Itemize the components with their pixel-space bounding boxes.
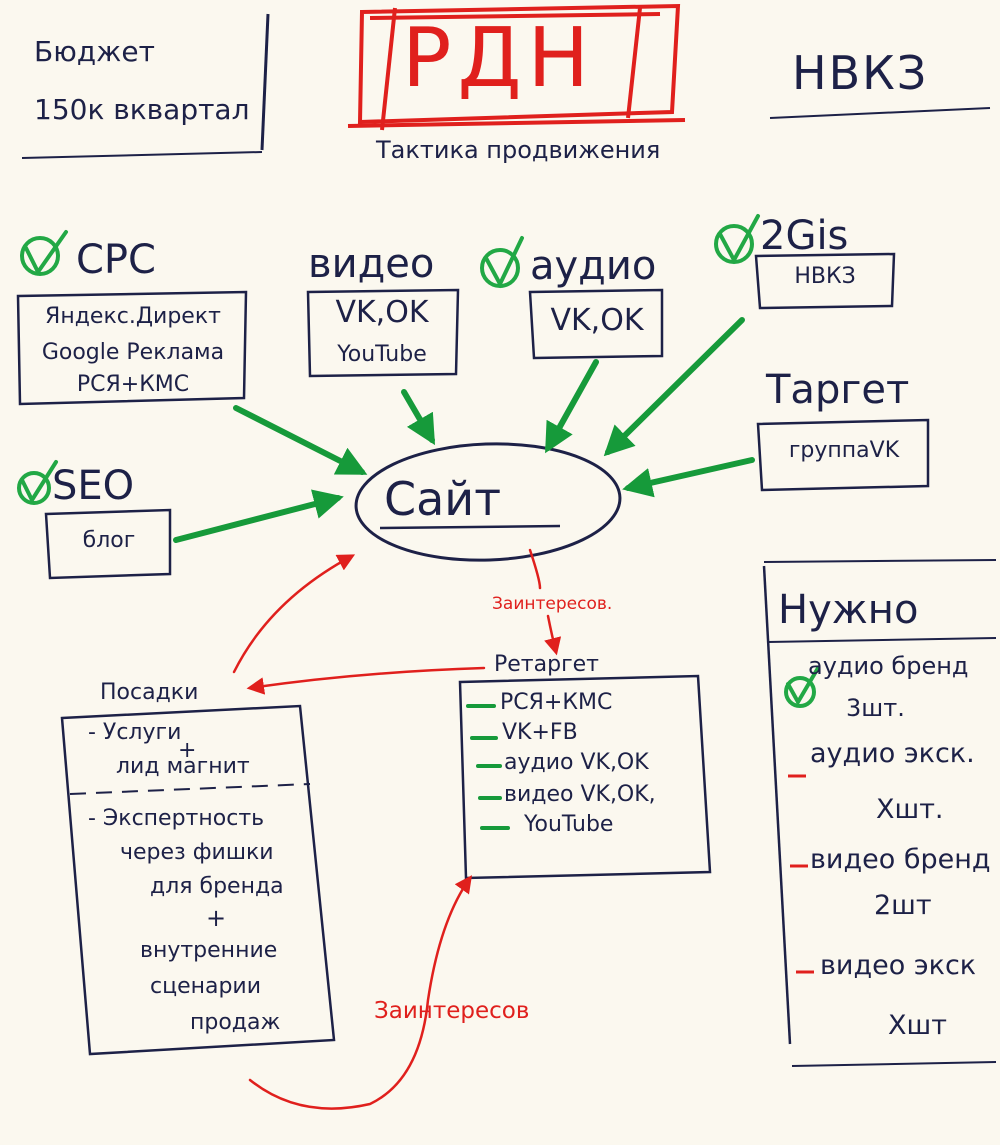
landings-item: внутренние	[140, 938, 278, 963]
retarget-item: VK+FB	[502, 720, 578, 745]
budget-label: Бюджет	[34, 35, 155, 68]
interested-label-short: Заинтересов.	[492, 594, 613, 614]
page-title: РДН	[402, 11, 596, 106]
budget-underline	[21, 151, 263, 159]
landings-item: через фишки	[120, 840, 274, 865]
retarget-item: РСЯ+КМС	[500, 690, 613, 715]
need-header-line	[767, 637, 997, 643]
need-item: аудио экск.	[810, 738, 975, 769]
need-item: видео бренд	[810, 844, 991, 875]
arrow-audio-to-site	[545, 359, 599, 454]
need-left-line	[762, 565, 792, 1045]
need-item: видео экск	[820, 950, 977, 981]
video-box	[306, 288, 460, 378]
need-item: 2шт	[874, 890, 932, 921]
arrow-landings-to-retarget	[248, 875, 473, 1110]
video-item: YouTube	[337, 342, 427, 367]
retarget-box	[458, 674, 712, 880]
retarget-label: Ретаргет	[494, 652, 599, 677]
seo-label: SEO	[52, 463, 135, 509]
video-item: VK,OK	[335, 295, 429, 330]
arrow-cpc-to-site	[233, 405, 368, 475]
budget-amount: 150к вквартал	[34, 93, 250, 126]
need-top-line	[763, 559, 997, 563]
retarget-item: видео VK,OK,	[504, 782, 656, 807]
cpc-item: РСЯ+КМС	[76, 372, 190, 397]
need-label: Нужно	[778, 587, 919, 633]
arrow-target-to-site	[622, 457, 755, 498]
budget-divider-vertical	[260, 13, 270, 151]
landings-item: лид магнит	[116, 754, 250, 779]
cpc-label: CPC	[76, 237, 156, 283]
landings-item: +	[178, 738, 197, 763]
page-subtitle: Тактика продвижения	[376, 136, 661, 164]
arrow-seo-to-site	[173, 489, 344, 543]
gis-box	[754, 252, 896, 310]
target-box	[756, 418, 930, 492]
need-item: аудио бренд	[808, 652, 969, 680]
cpc-box	[16, 290, 248, 406]
arrow-landings-to-site	[232, 554, 356, 674]
need-item: Хшт.	[876, 794, 944, 825]
arrow-video-to-site	[401, 389, 436, 446]
cpc-item: Яндекс.Директ	[45, 304, 221, 329]
site-underline	[379, 524, 561, 530]
cpc-item: Google Реклама	[41, 340, 225, 365]
landings-item: сценарии	[150, 974, 262, 999]
target-item: группаVK	[788, 438, 900, 463]
landings-item: - Экспертность	[88, 806, 265, 831]
arrow-gis-to-site	[603, 317, 745, 457]
arrow-retarget-to-landings	[246, 666, 486, 695]
landings-dashed-divider	[69, 783, 311, 795]
landings-item: - Услуги	[88, 720, 182, 745]
seo-item: блог	[82, 528, 136, 553]
interested-label: Заинтересов	[374, 998, 530, 1024]
audio-label: аудио	[530, 243, 657, 289]
brand-name: НВКЗ	[792, 46, 929, 100]
seo-box	[44, 508, 172, 580]
landings-item: +	[206, 904, 227, 932]
landings-item: для бренда	[150, 874, 284, 899]
title-frame	[347, 3, 686, 131]
need-item: Хшт	[888, 1010, 947, 1041]
site-label: Сайт	[384, 472, 501, 526]
retarget-item: YouTube	[524, 812, 614, 837]
seo-check-icon	[17, 471, 51, 505]
audio-item: VK,OK	[550, 303, 644, 338]
landings-box	[60, 704, 336, 1056]
need-check-icon	[784, 676, 816, 708]
site-ellipse	[354, 442, 622, 562]
cpc-check-icon	[20, 236, 60, 276]
brand-underline	[769, 107, 991, 119]
landings-label: Посадки	[100, 680, 199, 705]
video-label: видео	[308, 241, 435, 287]
audio-box	[528, 288, 664, 360]
arrow-site-to-retarget	[528, 548, 556, 652]
need-bottom-line	[791, 1061, 997, 1067]
need-item: 3шт.	[846, 694, 905, 722]
target-label: Таргет	[766, 367, 910, 413]
gis-item: НВКЗ	[794, 264, 856, 289]
landings-item: продаж	[190, 1010, 281, 1035]
gis-label: 2Gis	[760, 213, 849, 259]
retarget-item: аудио VK,OK	[504, 750, 649, 775]
